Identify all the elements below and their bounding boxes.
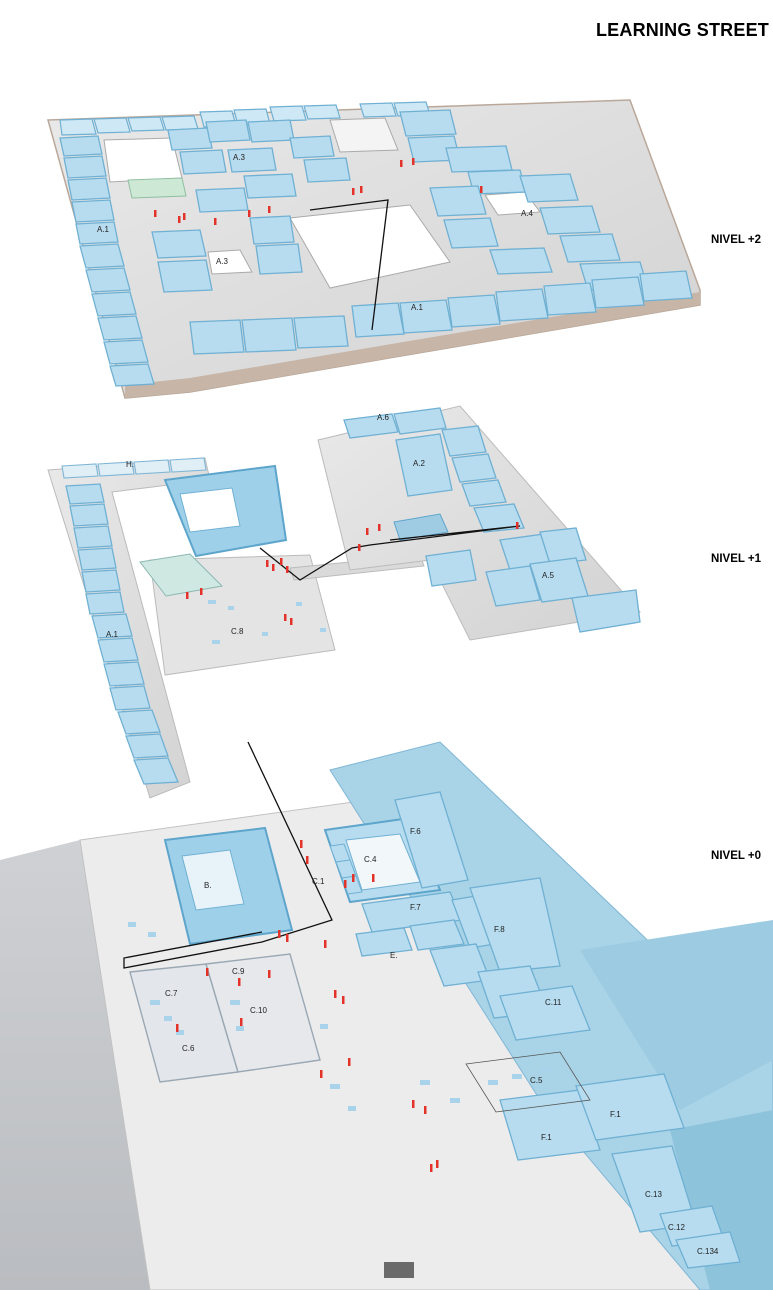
ground-plane <box>0 840 150 1290</box>
room-c9-c10 <box>205 953 321 1073</box>
classroom-f6 <box>394 791 469 889</box>
room-label: C.8 <box>231 627 244 636</box>
level-zero-model: F.6 C.4 B. C.1 F.7 F.8 E. C.9 C.7 C.10 C… <box>0 741 773 1290</box>
room-label: E. <box>390 951 398 960</box>
room-label: F.8 <box>494 925 505 934</box>
floor-marker <box>384 1262 414 1278</box>
room-label: C.4 <box>364 855 377 864</box>
classroom-cluster-east <box>343 407 641 633</box>
courtyard-void <box>207 249 253 275</box>
room-label: C.12 <box>668 1223 685 1232</box>
learning-street-path-plus2 <box>309 199 389 331</box>
room-label: C.5 <box>530 1076 543 1085</box>
ramp <box>139 553 224 597</box>
room-label: A.3 <box>233 153 246 162</box>
furniture <box>128 922 550 1111</box>
classroom-cluster-east <box>355 877 741 1269</box>
room-label: H. <box>126 460 134 469</box>
learning-street-path-plus1 <box>259 525 521 581</box>
classroom-strip-west <box>59 135 155 387</box>
room-label: F.7 <box>410 903 421 912</box>
stair <box>393 513 449 541</box>
room-label: F.1 <box>610 1110 621 1119</box>
classroom-strip-south <box>189 270 693 355</box>
stair <box>329 843 363 895</box>
room-label: F.6 <box>410 827 421 836</box>
tower-courtyard <box>179 487 241 533</box>
room-label: A.3 <box>216 257 229 266</box>
furniture <box>208 600 326 644</box>
room-label: A.1 <box>106 630 119 639</box>
classroom-strip-north <box>61 457 207 479</box>
people-figures <box>154 158 483 225</box>
people-figures <box>176 840 439 1172</box>
classroom-strip-west <box>65 483 179 785</box>
people-figures <box>186 522 519 625</box>
level-plus2-model: A.3 A.1 A.3 A.4 A.1 <box>47 99 701 399</box>
level-plus1-model: A.6 H. A.2 A.1 C.8 A.5 <box>47 405 641 799</box>
level-label-zero: NIVEL +0 <box>711 850 761 862</box>
room-label: F.1 <box>541 1133 552 1142</box>
room-label: A.5 <box>542 571 555 580</box>
room-label: C.6 <box>182 1044 195 1053</box>
green-room <box>127 177 187 199</box>
room-label: C.9 <box>232 967 245 976</box>
room-label: A.1 <box>97 225 110 234</box>
room-label: C.10 <box>250 1006 267 1015</box>
level-label-plus2: NIVEL +2 <box>711 234 761 246</box>
level-label-plus1: NIVEL +1 <box>711 553 761 565</box>
slab-edge <box>125 292 700 398</box>
learning-street-path-zero <box>123 741 333 969</box>
room-label: C.7 <box>165 989 178 998</box>
room-c5 <box>465 1051 591 1113</box>
room-label: A.6 <box>377 413 390 422</box>
room-label: A.2 <box>413 459 426 468</box>
block-b-courtyard <box>181 849 245 911</box>
blue-volume-face <box>580 920 773 1110</box>
blue-volume-face <box>670 1110 773 1290</box>
room-label: A.1 <box>411 303 424 312</box>
page-title: LEARNING STREET <box>595 20 769 40</box>
room-label: A.4 <box>521 209 534 218</box>
courtyard-void <box>289 204 451 289</box>
room-label: C.1 <box>312 877 325 886</box>
room-label: C.134 <box>697 1247 719 1256</box>
room-label: C.11 <box>545 998 562 1007</box>
classroom-cluster-center <box>151 119 351 293</box>
room-label: C.13 <box>645 1190 662 1199</box>
room-label: B. <box>204 881 212 890</box>
courtyard-void <box>329 117 399 153</box>
